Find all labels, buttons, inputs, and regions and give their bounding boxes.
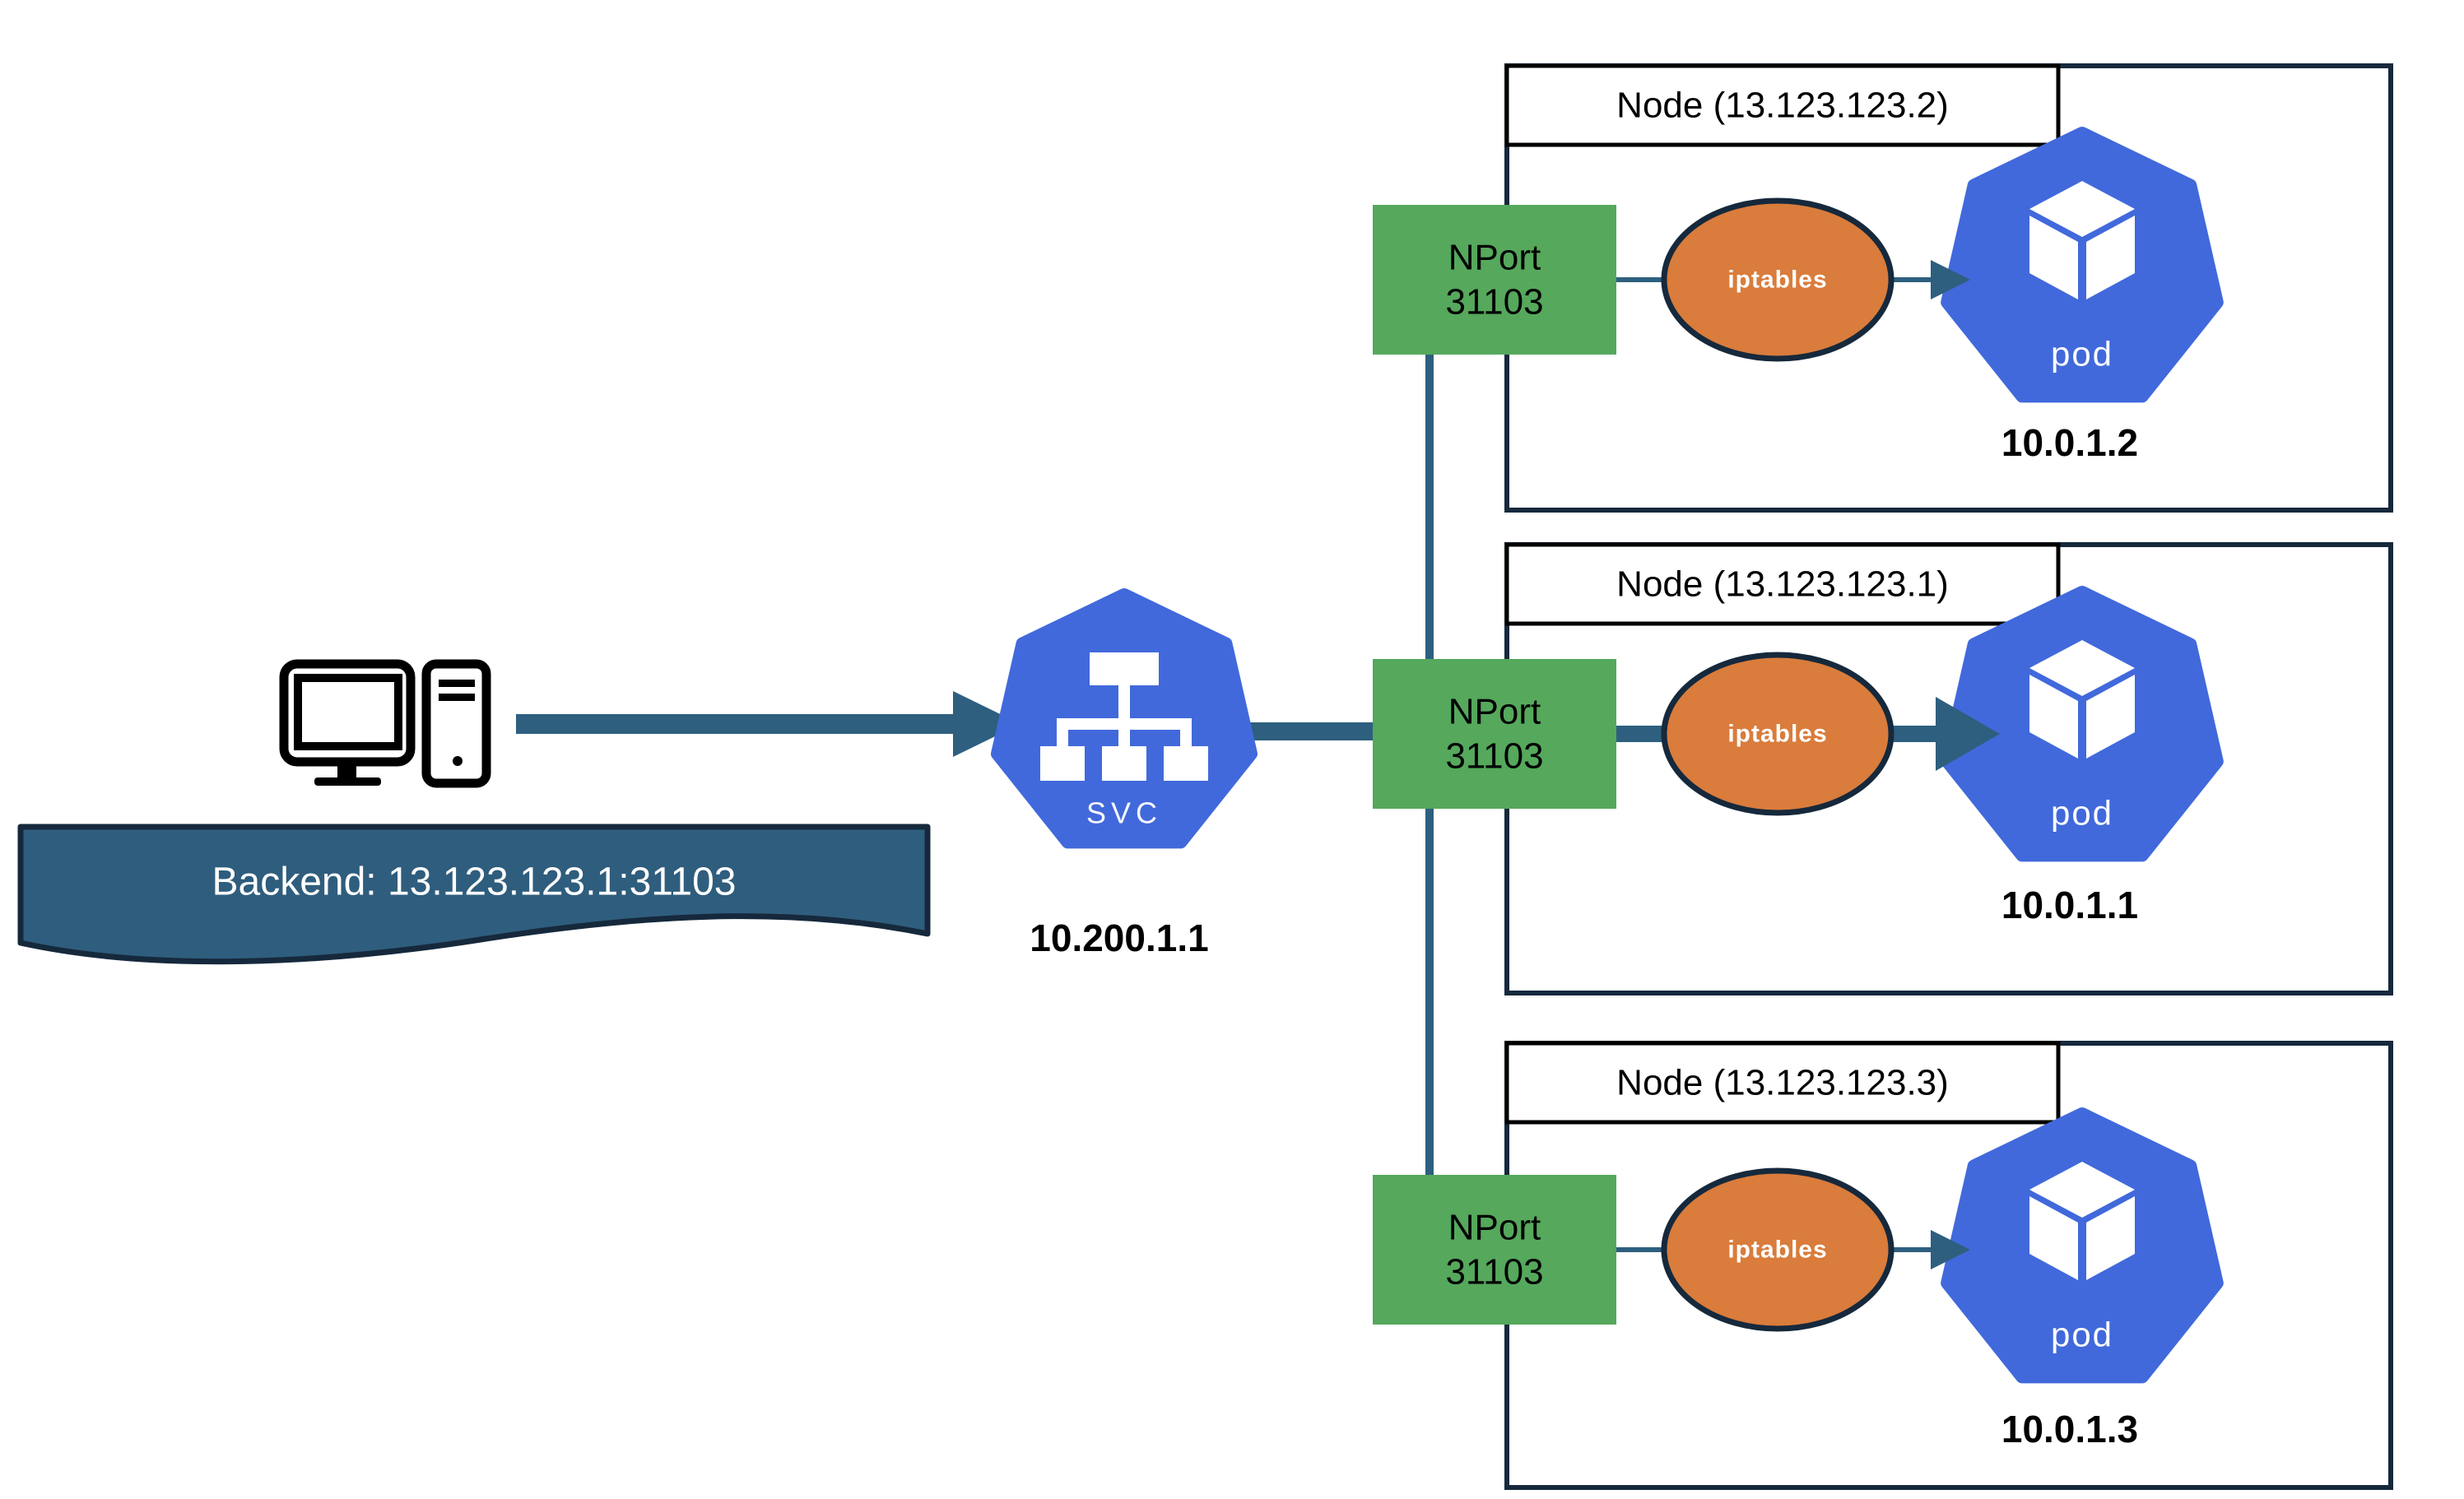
arrow-shaft xyxy=(516,714,953,734)
pod-cube-left xyxy=(2029,1196,2078,1280)
pod-heptagon xyxy=(1941,127,2224,403)
pod-label: pod xyxy=(2051,335,2113,374)
service-tree-glyph xyxy=(1040,652,1208,781)
tree-leaf-box xyxy=(1040,746,1085,781)
monitor-stand xyxy=(337,762,356,779)
arrow-iptables-to-pod-head-thick xyxy=(1936,697,2000,771)
backend-banner: Backend: 13.123.123.1:31103 xyxy=(17,824,931,965)
nodeport-box xyxy=(1373,1175,1616,1325)
node-label-box xyxy=(1504,542,2061,626)
pod-heptagon xyxy=(1941,586,2224,862)
arrow-head xyxy=(953,691,1020,757)
pod-cube-right xyxy=(2086,675,2135,759)
node-label-box xyxy=(1504,63,2061,147)
node-group-bottom: Node (13.123.123.3) NPort 31103 iptables… xyxy=(1373,1041,2393,1490)
pod-cube-top xyxy=(2029,640,2135,696)
desktop-computer-icon xyxy=(279,659,491,788)
iptables-ellipse xyxy=(1661,197,1894,362)
kubernetes-service-icon: SVC xyxy=(991,588,1258,849)
pod-ip: 10.0.1.3 xyxy=(2001,1408,2138,1450)
tree-leaf-box xyxy=(1164,746,1208,781)
nodeport-line2: 31103 xyxy=(1445,1252,1543,1292)
tower-vent-line xyxy=(439,694,475,701)
tower-vent-line xyxy=(439,680,475,687)
nodeport-line2: 31103 xyxy=(1445,736,1543,777)
connector-nodeport-to-iptables xyxy=(1616,1247,1664,1252)
nodeport-box xyxy=(1373,205,1616,355)
arrow-iptables-to-pod-head xyxy=(1931,260,1970,299)
monitor-base xyxy=(314,777,381,786)
tower-power-button xyxy=(453,756,463,766)
pod-cube-right xyxy=(2086,1196,2135,1280)
pod-cube-right xyxy=(2086,216,2135,299)
pod-label: pod xyxy=(2051,794,2113,833)
tree-drop-left xyxy=(1057,730,1068,748)
pod-ip: 10.0.1.1 xyxy=(2001,884,2138,926)
pod-cube-top xyxy=(2029,1162,2135,1218)
pod-label: pod xyxy=(2051,1316,2113,1354)
iptables-label: iptables xyxy=(1727,1237,1827,1264)
nodeport-line1: NPort xyxy=(1448,1208,1541,1248)
node-label: Node (13.123.123.3) xyxy=(1616,1063,1949,1103)
node-label-box xyxy=(1504,1041,2061,1125)
kubernetes-pod-icon: pod xyxy=(1941,127,2224,403)
node-label: Node (13.123.123.2) xyxy=(1616,86,1949,126)
arrow-iptables-to-pod-head xyxy=(1931,1230,1970,1269)
service-ip: 10.200.1.1 xyxy=(1030,917,1208,959)
banner-wave-shape xyxy=(17,824,931,965)
iptables-label: iptables xyxy=(1727,267,1827,294)
pod-heptagon xyxy=(1941,1107,2224,1384)
kubernetes-pod-icon: pod xyxy=(1941,586,2224,862)
nodeport-line1: NPort xyxy=(1448,238,1541,278)
connector-nodeport-to-iptables xyxy=(1616,277,1664,282)
nodeport-line2: 31103 xyxy=(1445,282,1543,323)
arrow-iptables-to-pod-shaft-thick xyxy=(1891,726,1936,742)
arrow-iptables-to-pod-shaft xyxy=(1891,277,1931,282)
tree-leaf-box xyxy=(1102,746,1146,781)
iptables-label: iptables xyxy=(1727,721,1827,748)
pod-cube-top xyxy=(2029,181,2135,237)
tower-outline xyxy=(421,659,491,788)
node-label: Node (13.123.123.1) xyxy=(1616,564,1949,605)
service-label: SVC xyxy=(1086,796,1162,830)
tree-stem xyxy=(1118,685,1130,718)
pod-ip: 10.0.1.2 xyxy=(2001,421,2138,464)
nodeport-box xyxy=(1373,659,1616,809)
pod-cube-left xyxy=(2029,675,2078,759)
arrow-client-to-service xyxy=(516,691,1020,757)
tree-bar xyxy=(1057,718,1192,730)
node-group-middle: Node (13.123.123.1) NPort 31103 iptables… xyxy=(1373,542,2393,995)
kubernetes-pod-icon: pod xyxy=(1941,1107,2224,1384)
banner-label: Backend: 13.123.123.1:31103 xyxy=(212,861,737,904)
pod-cube-left xyxy=(2029,216,2078,299)
arrow-service-to-nodeport xyxy=(1241,722,1374,740)
tree-drop-mid xyxy=(1118,730,1130,748)
iptables-ellipse xyxy=(1661,652,1894,816)
monitor-screen xyxy=(294,674,402,750)
iptables-ellipse xyxy=(1661,1167,1894,1332)
tree-drop-right xyxy=(1180,730,1192,748)
tree-root-box xyxy=(1090,652,1159,685)
node-group-top: Node (13.123.123.2) NPort 31103 iptables… xyxy=(1373,63,2393,513)
nodeport-line1: NPort xyxy=(1448,692,1541,732)
arrow-iptables-to-pod-shaft xyxy=(1891,1247,1931,1252)
